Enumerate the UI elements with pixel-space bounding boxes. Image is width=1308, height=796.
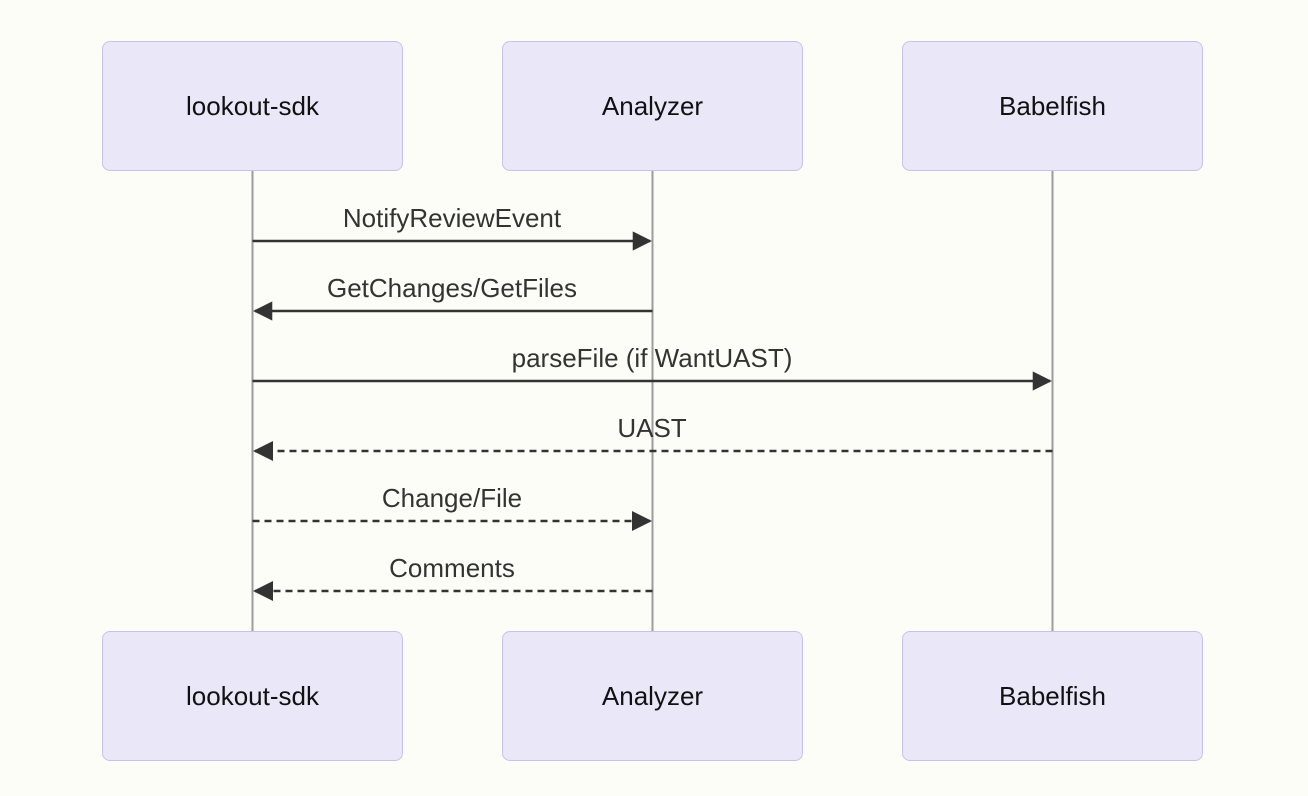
message-label-parse-file: parseFile (if WantUAST) <box>511 343 793 373</box>
actor-bottom-analyzer: Analyzer <box>502 631 803 761</box>
actor-label: lookout-sdk <box>186 90 319 121</box>
actor-bottom-lookout-sdk: lookout-sdk <box>102 631 403 761</box>
actor-top-lookout-sdk: lookout-sdk <box>102 41 403 171</box>
message-label-notify-review-event: NotifyReviewEvent <box>342 203 562 233</box>
message-label-get-changes-get-files: GetChanges/GetFiles <box>326 273 578 303</box>
message-label-uast: UAST <box>617 413 687 443</box>
message-label-comments: Comments <box>389 553 515 583</box>
actor-label: Analyzer <box>601 90 704 121</box>
actor-top-analyzer: Analyzer <box>502 41 803 171</box>
actor-label: Analyzer <box>601 680 704 711</box>
actor-label: Babelfish <box>999 90 1106 121</box>
actor-label: lookout-sdk <box>186 680 319 711</box>
message-label-change-file: Change/File <box>381 483 523 513</box>
actor-top-babelfish: Babelfish <box>902 41 1203 171</box>
actor-bottom-babelfish: Babelfish <box>902 631 1203 761</box>
actor-label: Babelfish <box>999 680 1106 711</box>
